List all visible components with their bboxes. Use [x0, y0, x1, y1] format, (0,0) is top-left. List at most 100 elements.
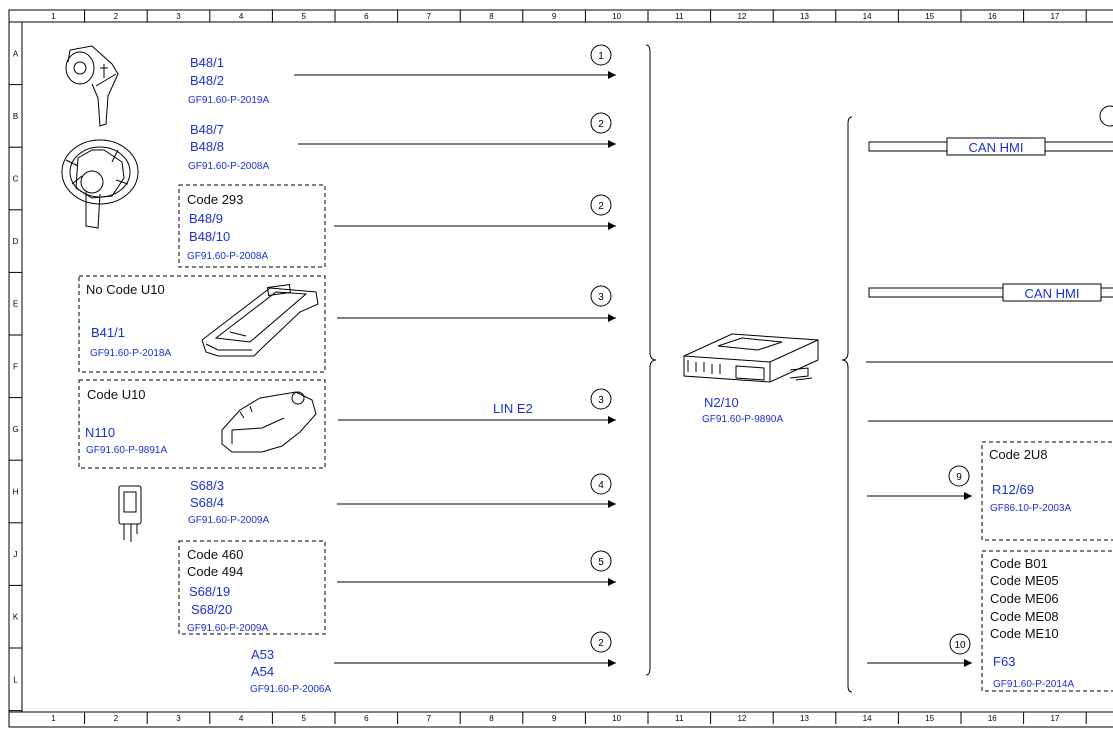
ruler-row-label: J — [14, 550, 18, 559]
code-label: Code ME06 — [990, 591, 1059, 606]
ruler-row-label: H — [13, 488, 19, 497]
ruler-column-label: 10 — [612, 714, 621, 723]
ruler-column-label: 3 — [176, 12, 181, 21]
code-2u8-box — [981, 441, 1113, 541]
circle-num: 2 — [598, 201, 604, 212]
component-label: A53 — [251, 647, 274, 662]
ruler-column-label: 6 — [364, 12, 369, 21]
circle-num: 10 — [954, 640, 966, 651]
ruler-row-label: L — [13, 675, 18, 684]
ref-label: GF91.60-P-2019A — [188, 95, 269, 106]
lin-e2-label: LIN E2 — [493, 401, 533, 416]
ruler-column-label: 1 — [51, 714, 56, 723]
ruler-column-label: 2 — [114, 12, 119, 21]
circle-num: 9 — [956, 472, 962, 483]
ref-label: GF91.60-P-2008A — [188, 161, 269, 172]
code-label: Code ME10 — [990, 626, 1059, 641]
code-460-box — [178, 540, 326, 635]
code-label: Code ME08 — [990, 609, 1059, 624]
code-293-box — [178, 184, 326, 268]
ruler-column-label: 14 — [863, 714, 872, 723]
can-hmi-label-1: CAN HMI — [969, 140, 1024, 155]
circle-num: 3 — [598, 292, 604, 303]
code-label: Code 460 — [187, 547, 243, 562]
ruler-row-label: C — [13, 175, 19, 184]
component-label: B41/1 — [91, 325, 125, 340]
ruler-column-label: 11 — [675, 12, 684, 21]
component-label: A54 — [251, 664, 274, 679]
ref-label: GF91.60-P-2014A — [993, 679, 1074, 690]
can-hmi-label-2: CAN HMI — [1025, 286, 1080, 301]
ref-label: GF91.60-P-9891A — [86, 445, 167, 456]
circle-num: 1 — [598, 51, 604, 62]
ruler-column-label: 2 — [114, 714, 119, 723]
n110-sensor-icon — [221, 391, 317, 453]
ref-label: GF91.60-P-2008A — [187, 251, 268, 262]
ruler-column-label: 12 — [737, 714, 746, 723]
component-label: S68/4 — [190, 495, 224, 510]
can-hmi-bus-2 — [868, 287, 1113, 298]
circle-num: 5 — [598, 557, 604, 568]
component-label: S68/19 — [189, 584, 230, 599]
ruler-column-label: 16 — [988, 12, 997, 21]
ruler-column-label: 15 — [925, 12, 934, 21]
circle-num: 4 — [598, 480, 604, 491]
code-label: No Code U10 — [86, 282, 165, 297]
ruler-column-label: 13 — [800, 714, 809, 723]
code-label: Code ME05 — [990, 573, 1059, 588]
component-label: F63 — [993, 654, 1015, 669]
ruler-column-label: 17 — [1050, 714, 1059, 723]
ruler: 1122334455667788991010111112121313141415… — [9, 10, 1087, 724]
component-label: S68/3 — [190, 478, 224, 493]
component-label: N110 — [85, 425, 115, 440]
circle-marker-9 — [948, 465, 970, 487]
ruler-column-label: 17 — [1050, 12, 1059, 21]
circle-num: 2 — [598, 119, 604, 130]
component-label: B48/7 — [190, 122, 224, 137]
ref-label: GF91.60-P-2018A — [90, 348, 171, 359]
b48-1-sensor-icon — [65, 45, 119, 127]
ruler-column-label: 13 — [800, 12, 809, 21]
ruler-column-label: 14 — [863, 12, 872, 21]
ruler-column-label: 8 — [489, 12, 494, 21]
ruler-column-label: 10 — [612, 12, 621, 21]
ruler-row-label: K — [13, 613, 19, 622]
n2-10-ref: GF91.60-P-9890A — [702, 414, 783, 425]
s68-3-buckle-icon — [118, 485, 142, 542]
n2-10-label: N2/10 — [704, 395, 739, 410]
ref-label: GF91.60-P-2009A — [187, 623, 268, 634]
ruler-column-label: 12 — [737, 12, 746, 21]
ruler-row-label: G — [12, 425, 18, 434]
component-label: B48/2 — [190, 73, 224, 88]
ruler-column-label: 11 — [675, 714, 684, 723]
ruler-column-label: 4 — [239, 714, 244, 723]
can-hmi-label-box-1 — [946, 137, 1046, 156]
code-u10-box — [78, 379, 326, 469]
code-label: Code 2U8 — [989, 447, 1048, 462]
ruler-column-label: 7 — [427, 714, 432, 723]
ruler-column-label: 15 — [925, 714, 934, 723]
b41-1-mat-icon — [201, 283, 319, 357]
ruler-column-label: 6 — [364, 714, 369, 723]
ref-label: GF91.60-P-2009A — [188, 515, 269, 526]
code-b01-box — [981, 550, 1113, 692]
can-hmi-label-box-2 — [1002, 283, 1102, 302]
ruler-column-label: 4 — [239, 12, 244, 21]
ruler-column-label: 7 — [427, 12, 432, 21]
code-label: Code 293 — [187, 192, 243, 207]
component-label: B48/8 — [190, 139, 224, 154]
ruler-column-label: 9 — [552, 12, 557, 21]
ruler-row-label: B — [13, 112, 18, 121]
component-label: B48/9 — [189, 211, 223, 226]
circle-marker-10 — [949, 633, 971, 655]
ruler-column-label: 5 — [301, 12, 306, 21]
right-brace — [841, 116, 853, 693]
circle-num: 3 — [598, 395, 604, 406]
ruler-row-label: D — [13, 237, 19, 246]
ruler-column-label: 16 — [988, 714, 997, 723]
sheet-frame — [8, 9, 1113, 728]
ruler-row-label: E — [13, 300, 18, 309]
code-label: Code U10 — [87, 387, 146, 402]
ruler-column-label: 1 — [51, 12, 56, 21]
component-label: S68/20 — [191, 602, 232, 617]
